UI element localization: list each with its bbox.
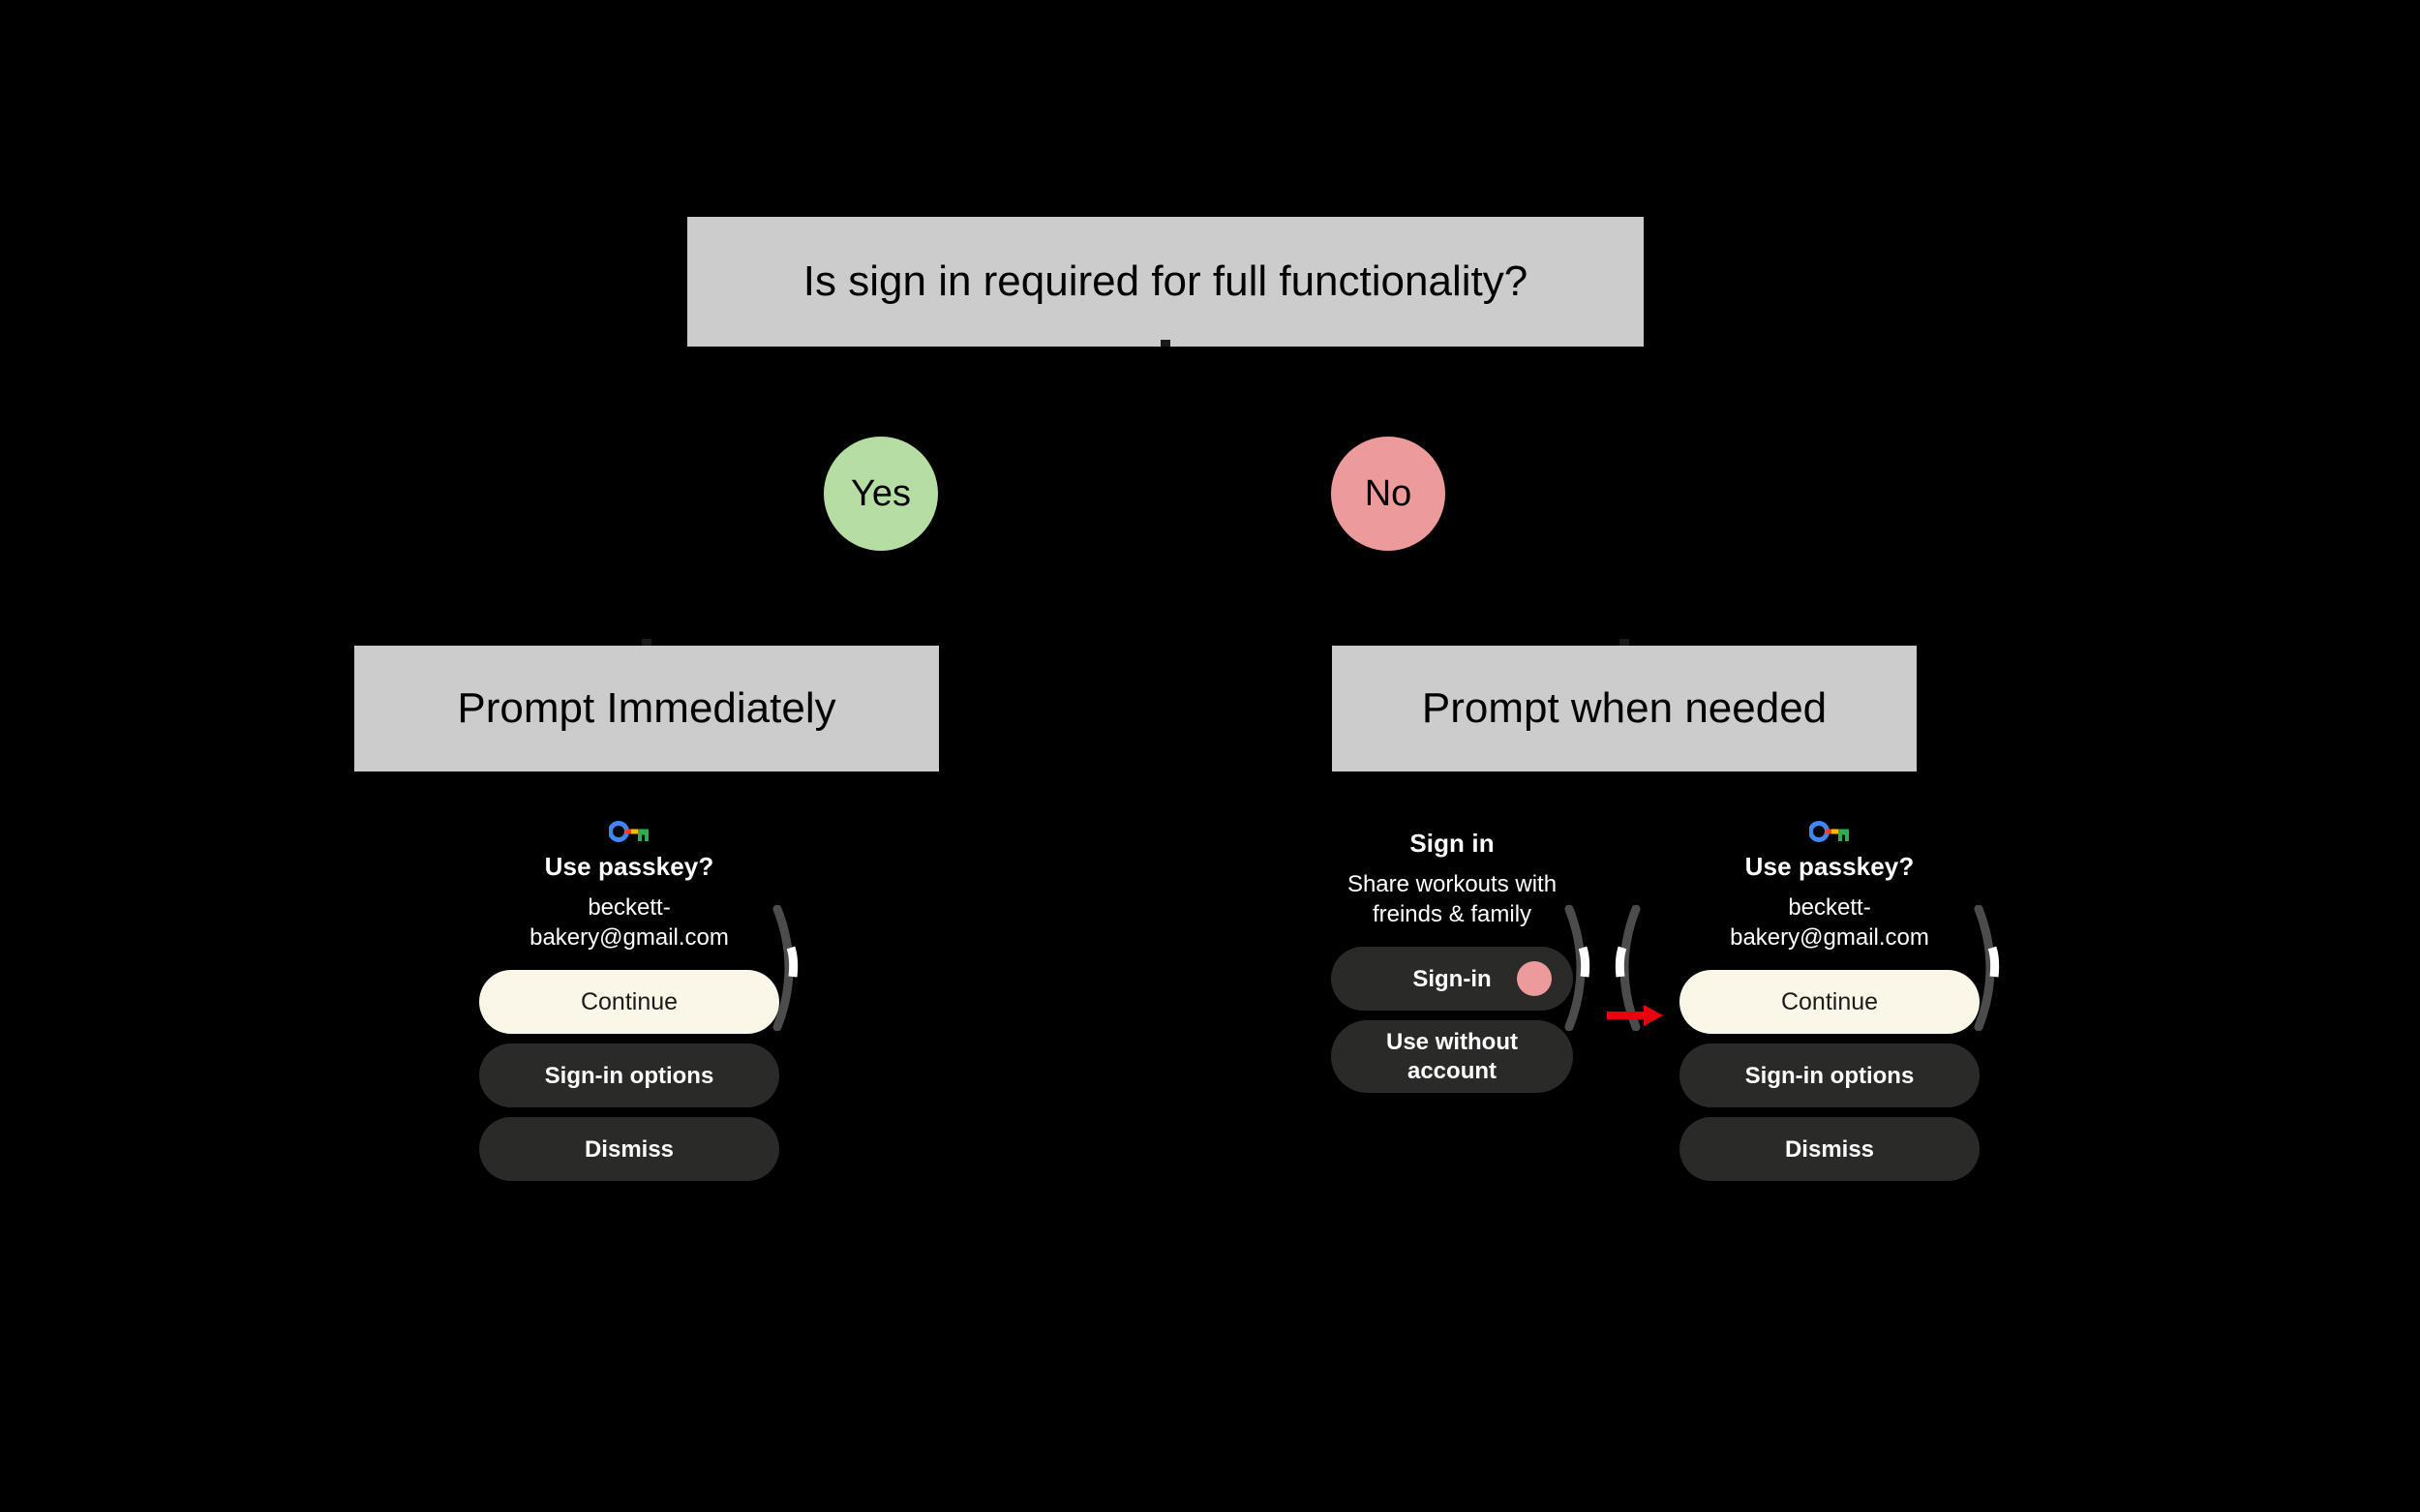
button-stack: Sign-in Use without account: [1302, 947, 1602, 1093]
screen-title: Sign in: [1409, 829, 1495, 858]
branch-no-text: No: [1364, 472, 1412, 514]
dismiss-button[interactable]: Dismiss: [1679, 1117, 1980, 1182]
sign-in-options-button[interactable]: Sign-in options: [479, 1043, 779, 1108]
button-stack: Continue Sign-in options Dismiss: [445, 970, 813, 1182]
outcome-prompt-when-needed-label: Prompt when needed: [1421, 683, 1828, 732]
dismiss-button[interactable]: Dismiss: [479, 1117, 779, 1182]
outcome-box-prompt-when-needed: Prompt when needed: [1332, 646, 1917, 771]
decision-box-label: Is sign in required for full functionali…: [802, 257, 1528, 305]
app-avatar-dot-icon: [1517, 961, 1552, 997]
sign-in-button[interactable]: Sign-in: [1331, 947, 1573, 1012]
outcome-box-prompt-immediately: Prompt Immediately: [354, 646, 939, 771]
sign-in-button-label: Sign-in: [1412, 965, 1492, 992]
annotation-arrow-icon: [1607, 1005, 1663, 1026]
button-stack: Continue Sign-in options Dismiss: [1646, 970, 2013, 1182]
decision-box-sign-in-required: Is sign in required for full functionali…: [687, 217, 1644, 347]
branch-label-no: No: [1331, 437, 1445, 551]
screen-subtitle-account-email: beckett-bakery@gmail.com: [1730, 894, 1929, 951]
continue-button[interactable]: Continue: [1679, 970, 1980, 1035]
outcome-prompt-immediately-label: Prompt Immediately: [457, 683, 836, 732]
watch-screen-sign-in: Sign in Share workouts with freinds & fa…: [1302, 803, 1602, 1307]
screen-title: Use passkey?: [1744, 852, 1915, 881]
connector-stub-prompt-immediately-top: [642, 639, 651, 646]
screen-title: Use passkey?: [544, 852, 714, 881]
watch-screen-passkey-right: Use passkey? beckett-bakery@gmail.com Co…: [1646, 803, 2013, 1307]
watch-screen-passkey-left: Use passkey? beckett-bakery@gmail.com Co…: [445, 803, 813, 1307]
google-passkey-icon: [1809, 821, 1849, 842]
sign-in-options-button[interactable]: Sign-in options: [1679, 1043, 1980, 1108]
use-without-account-button[interactable]: Use without account: [1331, 1020, 1573, 1093]
screen-subtitle-value-prop: Share workouts with freinds & family: [1346, 871, 1558, 927]
branch-label-yes: Yes: [824, 437, 938, 551]
connector-stub-decision-bottom: [1161, 340, 1170, 347]
branch-yes-text: Yes: [851, 472, 911, 514]
google-passkey-icon: [609, 821, 649, 842]
connector-stub-prompt-when-needed-top: [1619, 639, 1629, 646]
continue-button[interactable]: Continue: [479, 970, 779, 1035]
screen-subtitle-account-email: beckett-bakery@gmail.com: [529, 894, 729, 951]
